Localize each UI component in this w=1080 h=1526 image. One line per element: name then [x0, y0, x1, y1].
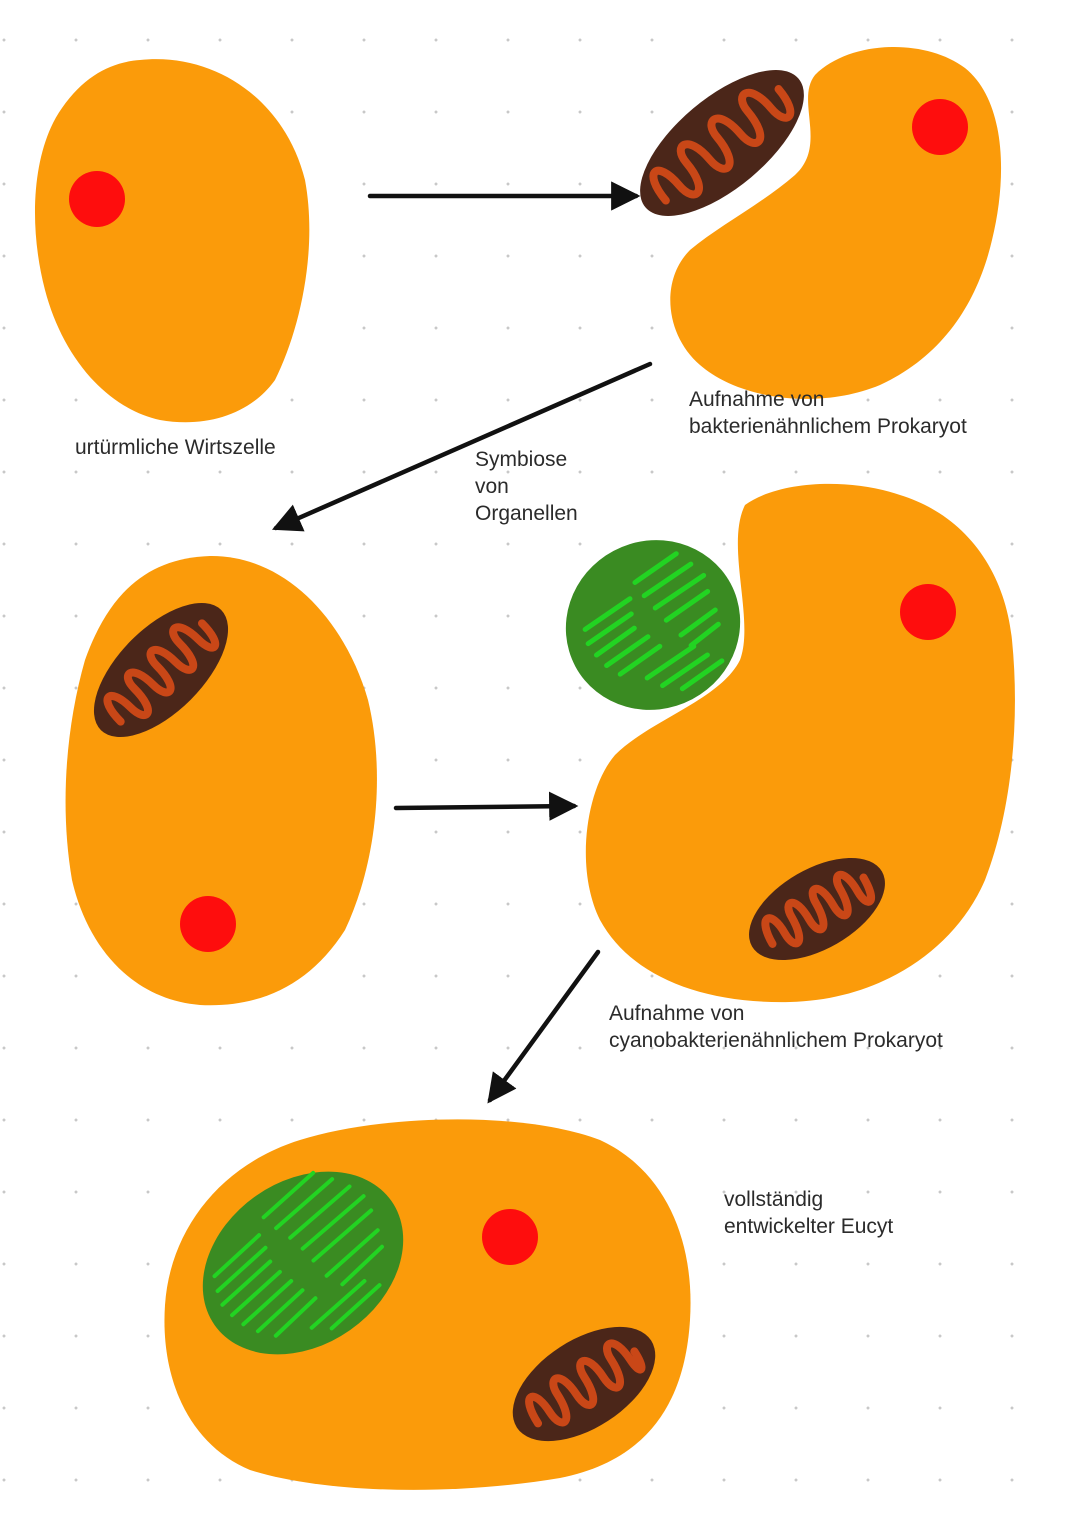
- cell-uptake-bacterium: [640, 47, 1002, 399]
- mitochondrion-icon: [512, 1326, 656, 1442]
- eucyte-label: vollständig entwickelter Eucyt: [724, 1188, 894, 1238]
- cell-with-mitochondrion: [65, 555, 377, 1006]
- host-cell-label: urtürmliche Wirtszelle: [75, 436, 276, 459]
- nucleus-icon: [180, 896, 236, 952]
- arrow-icon: [271, 361, 653, 532]
- host-cell: [34, 59, 310, 423]
- eucyte: [164, 1119, 691, 1490]
- uptake-cyano-label: Aufnahme von cyanobakterienähnlichem Pro…: [609, 1002, 943, 1052]
- uptake-bacteria-label: Aufnahme von bakterienähnlichem Prokaryo…: [689, 388, 967, 438]
- nucleus-icon: [69, 171, 125, 227]
- arrow-icon: [487, 949, 601, 1104]
- chloroplast-icon: [565, 540, 741, 710]
- symbiosis-label: Symbiose von Organellen: [475, 448, 578, 525]
- chloroplast-icon: [202, 1170, 404, 1355]
- nucleus-icon: [482, 1209, 538, 1265]
- mitochondrion-icon: [749, 857, 885, 961]
- nucleus-icon: [912, 99, 968, 155]
- cell-uptake-cyanobacterium: [565, 483, 1015, 1003]
- nucleus-icon: [900, 584, 956, 640]
- cell-body: [34, 59, 310, 423]
- mitochondrion-icon: [640, 70, 804, 216]
- mitochondrion-icon: [93, 602, 229, 738]
- arrow-icon: [393, 791, 579, 821]
